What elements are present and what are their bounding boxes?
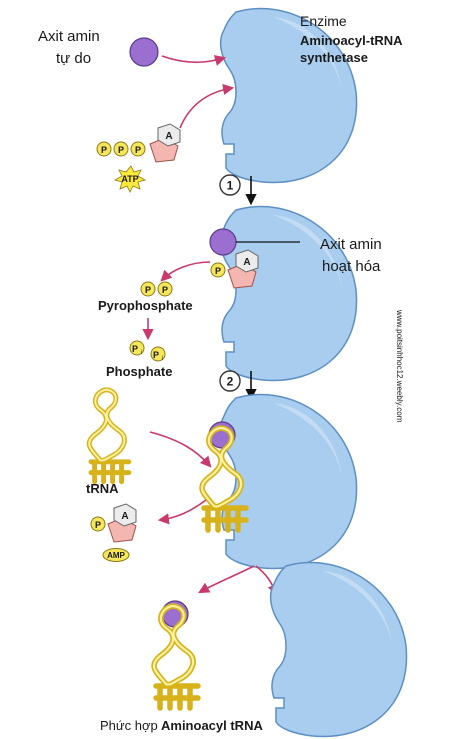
svg-text:AMP: AMP	[107, 551, 125, 560]
svg-text:A: A	[121, 511, 128, 522]
arrow-release-complex	[198, 565, 255, 594]
enzyme-label-3: synthetase	[300, 50, 368, 65]
svg-text:A: A	[165, 131, 172, 142]
svg-text:i: i	[141, 350, 142, 356]
svg-text:P: P	[95, 520, 101, 530]
aminoacyl-amp: P A	[210, 249, 259, 289]
enzyme-label-1: Enzime	[300, 13, 347, 29]
step-2-circle	[219, 370, 241, 392]
trna-label: tRNA	[86, 481, 119, 496]
activated-label-1: Axit amin	[320, 236, 382, 253]
free-amino-acid-label-1: Axit amin	[38, 28, 100, 45]
atp-burst-icon	[113, 165, 147, 193]
activated-amino-acid	[209, 228, 237, 256]
pyrophosphate-molecule: P P	[140, 281, 173, 297]
arrow-amino-to-enzyme	[161, 55, 227, 66]
step-2-number: 2	[227, 375, 234, 389]
activated-label-2: hoạt hóa	[322, 258, 381, 275]
arrow-amp-out	[157, 499, 207, 525]
watermark-text: www.poitsinhhoc12.weebly.com	[395, 309, 404, 423]
svg-text:P: P	[132, 344, 138, 354]
pyrophosphate-label: Pyrophosphate	[98, 298, 193, 313]
arrow-trna-in	[149, 431, 212, 468]
step-1-circle	[219, 174, 241, 196]
arrow-atp-to-enzyme	[179, 83, 235, 129]
svg-text:A: A	[243, 257, 250, 268]
atp-molecule: P P P A ATP	[96, 123, 181, 193]
svg-text:P: P	[135, 145, 141, 155]
free-trna	[89, 390, 129, 482]
complex-label-prefix: Phức hợp	[100, 718, 158, 733]
svg-text:P: P	[145, 285, 151, 295]
svg-text:i: i	[162, 356, 163, 362]
svg-text:P: P	[215, 266, 221, 276]
enzyme-recycled	[269, 561, 408, 738]
svg-text:P: P	[162, 285, 168, 295]
svg-text:P: P	[101, 145, 107, 155]
free-amino-acid-label-2: tự do	[56, 50, 91, 67]
svg-text:ATP: ATP	[121, 174, 138, 184]
inorganic-phosphates: P i P i	[129, 340, 166, 362]
enzyme-label-2: Aminoacyl-tRNA	[300, 33, 403, 48]
svg-text:P: P	[153, 350, 159, 360]
svg-text:P: P	[118, 145, 124, 155]
amp-molecule: P A AMP	[90, 503, 137, 562]
complex-label-name: Aminoacyl tRNA	[161, 718, 263, 733]
arrow-pyrophosphate-out	[160, 261, 211, 282]
step-1-number: 1	[227, 179, 234, 193]
enzyme-stage-2	[219, 205, 358, 382]
phosphate-label: Phosphate	[106, 364, 172, 379]
free-amino-acid	[129, 37, 159, 67]
